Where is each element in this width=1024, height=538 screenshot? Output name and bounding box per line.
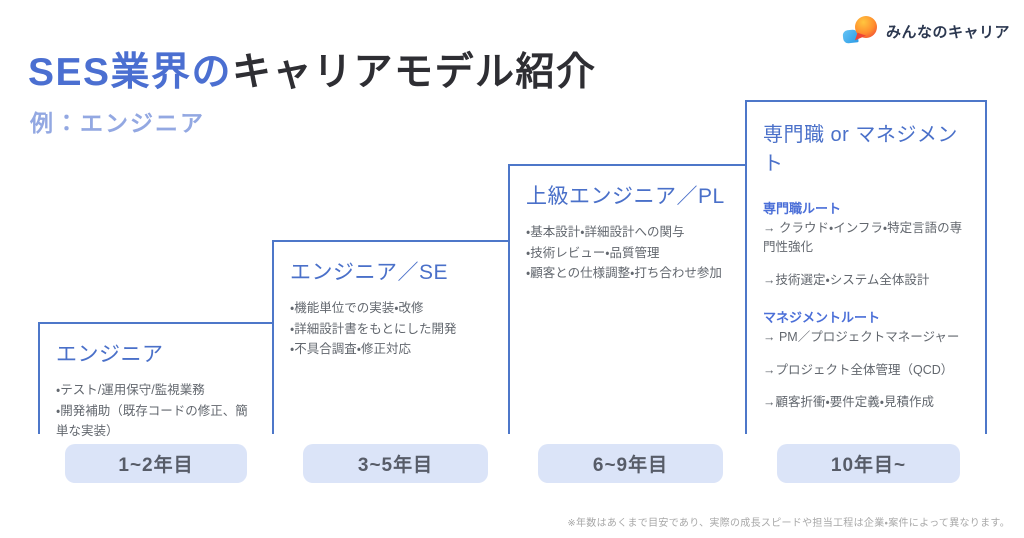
- brand-name: みんなのキャリア: [885, 23, 1010, 41]
- brand-logo: みんなのキャリア: [842, 16, 1010, 46]
- page-title-highlight: SES業界の: [28, 51, 233, 95]
- route-item: →技術選定・システム全体設計: [763, 272, 930, 287]
- step-bullet: ・機能単位での実装・改修: [290, 301, 424, 315]
- route-item: →顧客折衝・要件定義・見積作成: [763, 394, 935, 409]
- step-bullet: ・テスト/運用保守/監視業務: [56, 383, 205, 397]
- years-pill-1: 1~2年目: [65, 444, 247, 483]
- management-route-label: マネジメントルート: [763, 310, 881, 326]
- step-bullet: ・顧客との仕様調整・打ち合わせ参加: [526, 266, 722, 281]
- years-pill-4: 10年目~: [777, 444, 960, 483]
- disclaimer-footnote: ※年数はあくまで目安であり、実際の成長スピードや担当工程は企業・案件によって異な…: [567, 518, 1010, 529]
- step-title: 専門職 or マネジメント: [763, 124, 958, 175]
- route-item: →プロジェクト全体管理（QCD）: [763, 362, 954, 377]
- career-step-box-engineer-se: エンジニア／SE ・機能単位での実装・改修 ・詳細設計書をもとにした開発 ・不具…: [272, 240, 508, 434]
- page-title-rest: キャリアモデル紹介: [232, 51, 597, 95]
- step-title: エンジニア: [56, 343, 164, 366]
- step-bullet: ・詳細設計書をもとにした開発: [290, 321, 457, 336]
- example-subtitle: 例：エンジニア: [30, 110, 205, 136]
- step-title: エンジニア／SE: [290, 261, 449, 284]
- step-bullet: ・不具合調査・修正対応: [290, 342, 412, 357]
- career-step-box-specialist-or-management: 専門職 or マネジメント 専門職ルート → クラウド・インフラ・特定言語の専門…: [745, 100, 987, 434]
- step-title: 上級エンジニア／PL: [526, 185, 725, 208]
- step-bullet: ・技術レビュー・品質管理: [526, 245, 660, 260]
- route-item: → クラウド・インフラ・特定言語の専門性強化: [763, 221, 963, 255]
- step-bullet: ・基本設計・詳細設計への関与: [526, 225, 685, 239]
- years-pill-3: 6~9年目: [538, 444, 723, 483]
- step-bullet: ・開発補助（既存コードの修正、簡単な実装）: [56, 403, 248, 439]
- career-step-box-engineer: エンジニア ・テスト/運用保守/監視業務 ・開発補助（既存コードの修正、簡単な実…: [38, 322, 272, 438]
- career-step-box-senior-engineer-pl: 上級エンジニア／PL ・基本設計・詳細設計への関与 ・技術レビュー・品質管理 ・…: [508, 164, 745, 434]
- orange-speech-bubble-icon: [854, 16, 877, 38]
- years-pill-2: 3~5年目: [303, 444, 488, 483]
- route-item: → PM／プロジェクトマネージャー: [763, 330, 960, 345]
- page-title: SES業界のキャリアモデル紹介: [28, 50, 597, 97]
- specialist-route-label: 専門職ルート: [763, 201, 842, 216]
- speech-bubbles-logo-icon: [842, 16, 879, 46]
